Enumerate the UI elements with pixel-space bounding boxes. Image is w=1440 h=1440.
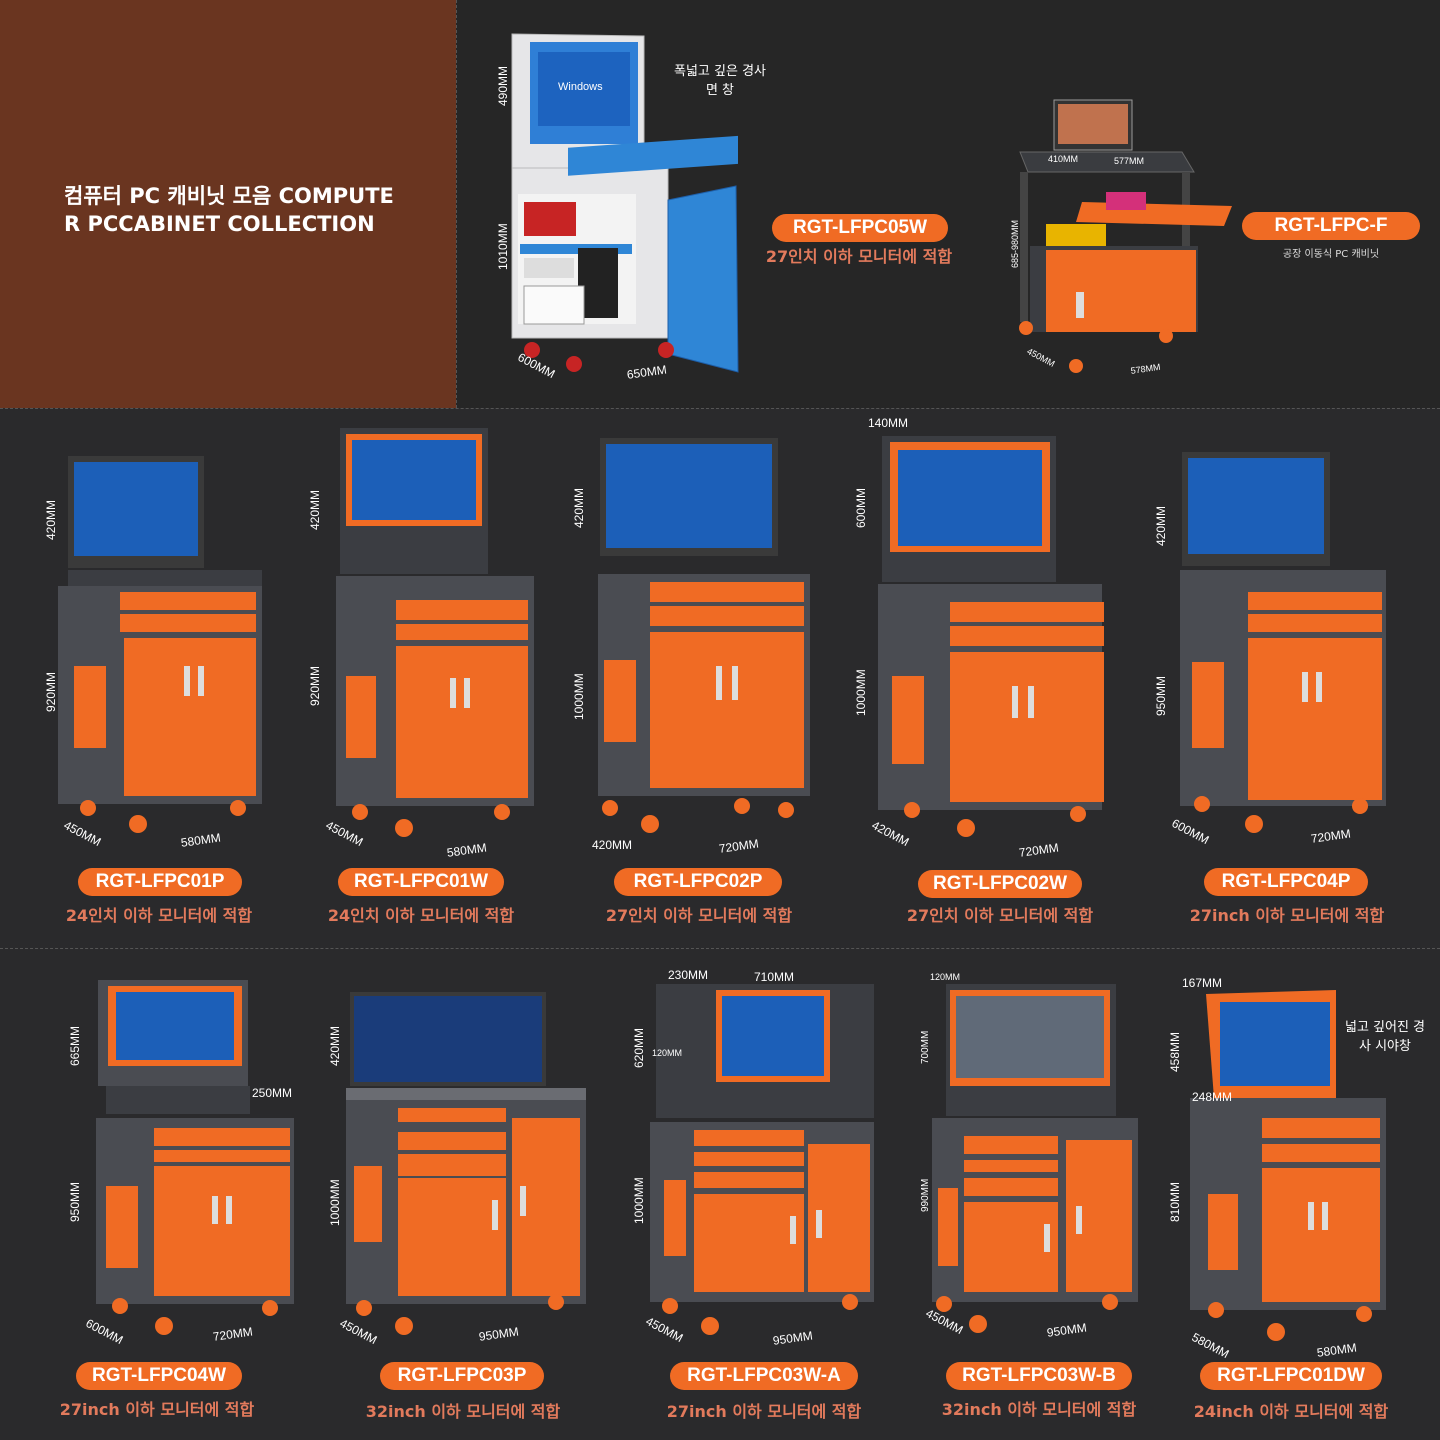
dim-body: 1000MM: [854, 669, 868, 716]
dim-top: 420MM: [308, 489, 322, 530]
product-image-lfpc03w-b[interactable]: [930, 984, 1142, 1340]
model-caption: 27인치 이하 모니터에 적합: [765, 247, 953, 266]
product-image-lfpc03w-a[interactable]: [650, 984, 878, 1342]
divider: [0, 408, 1440, 409]
dim-body: 920MM: [44, 671, 58, 712]
dim-top-width: 710MM: [754, 970, 795, 984]
model-caption: 32inch 이하 모니터에 적합: [941, 1400, 1137, 1419]
model-badge[interactable]: RGT-LFPC04W: [76, 1362, 242, 1390]
model-badge[interactable]: RGT-LFPC03W-B: [946, 1362, 1132, 1390]
model-badge[interactable]: RGT-LFPC01W: [338, 868, 504, 896]
product-image-lfpc04p[interactable]: [1174, 452, 1390, 840]
dim-body: 920MM: [308, 665, 322, 706]
dim-height: 685-980MM: [1010, 219, 1020, 268]
svg-text:Windows: Windows: [558, 81, 603, 93]
dim-width: 720MM: [1018, 840, 1060, 860]
feature-note: 넓고 깊어진 경사 시야창: [1344, 1020, 1426, 1054]
model-badge[interactable]: RGT-LFPC02P: [614, 868, 782, 896]
dim-top-depth: 410MM: [1048, 154, 1079, 164]
model-caption: 24인치 이하 모니터에 적합: [327, 906, 515, 925]
product-image-lfpc04w[interactable]: [88, 980, 298, 1342]
model-badge[interactable]: RGT-LFPC01DW: [1200, 1362, 1382, 1390]
dim-top: 420MM: [572, 487, 586, 528]
dim-top: 420MM: [1154, 505, 1168, 546]
model-caption: 공장 이동식 PC 캐비닛: [1282, 249, 1380, 260]
dim-body: 990MM: [920, 1178, 931, 1212]
dim-top: 420MM: [44, 499, 58, 540]
product-image-lfpc01p[interactable]: [58, 456, 268, 836]
product-image-lfpc01w[interactable]: [330, 428, 540, 838]
model-badge[interactable]: RGT-LFPC01P: [78, 868, 242, 896]
model-caption: 32inch 이하 모니터에 적합: [365, 1402, 561, 1421]
product-image-lfpc02p[interactable]: [592, 438, 818, 838]
dim-shelf: 120MM: [652, 1048, 683, 1058]
product-image-lfpc05w[interactable]: Windows: [508, 33, 748, 374]
model-badge[interactable]: RGT-LFPC03W-A: [670, 1362, 858, 1390]
dim-extra: 140MM: [868, 416, 909, 430]
page-title: 컴퓨터 PC 캐비닛 모음 COMPUTER PCCABINET COLLECT…: [64, 184, 394, 236]
dim-shelf: 248MM: [1192, 1090, 1233, 1104]
dim-body: 1000MM: [632, 1177, 646, 1224]
dim-body: 1000MM: [572, 673, 586, 720]
dim-top: 620MM: [632, 1027, 646, 1068]
divider: [0, 948, 1440, 949]
model-badge[interactable]: RGT-LFPC02W: [918, 870, 1082, 898]
dim-body: 950MM: [68, 1181, 82, 1222]
dim-shelf: 250MM: [252, 1086, 293, 1100]
dim-body: 950MM: [1154, 675, 1168, 716]
dim-top: 665MM: [68, 1025, 82, 1066]
hero-panel: 컴퓨터 PC 캐비닛 모음 COMPUTER PCCABINET COLLECT…: [0, 0, 456, 408]
product-image-lfpc03p[interactable]: [342, 990, 592, 1340]
dim-top: 458MM: [1168, 1031, 1182, 1072]
dim-top-width: 577MM: [1114, 156, 1145, 166]
model-badge[interactable]: RGT-LFPC03P: [380, 1362, 544, 1390]
dim-top: 420MM: [328, 1025, 342, 1066]
model-caption: 27inch 이하 모니터에 적합: [59, 1400, 255, 1419]
dim-body: 810MM: [1168, 1181, 1182, 1222]
product-image-lfpc-f[interactable]: [1006, 96, 1236, 378]
model-badge[interactable]: RGT-LFPC-F: [1242, 212, 1420, 240]
model-caption: 27inch 이하 모니터에 적합: [666, 1402, 862, 1421]
product-image-lfpc01dw[interactable]: [1186, 988, 1390, 1348]
dim-body: 1000MM: [328, 1179, 342, 1226]
model-caption: 27인치 이하 모니터에 적합: [906, 906, 1094, 925]
dim-extra: 120MM: [930, 972, 961, 982]
model-caption: 24inch 이하 모니터에 적합: [1193, 1402, 1389, 1421]
dim-width: 580MM: [446, 840, 488, 860]
dim-side: 230MM: [668, 968, 709, 982]
divider: [456, 0, 457, 408]
product-image-lfpc02w[interactable]: [872, 436, 1108, 838]
model-caption: 24인치 이하 모니터에 적합: [65, 906, 253, 925]
dim-extra: 167MM: [1182, 976, 1223, 990]
dim-top: 700MM: [920, 1030, 931, 1064]
model-caption: 27인치 이하 모니터에 적합: [605, 906, 793, 925]
dim-width: 720MM: [718, 836, 760, 856]
feature-note: 폭넓고 깊은 경사면 창: [674, 64, 766, 98]
model-caption: 27inch 이하 모니터에 적합: [1189, 906, 1385, 925]
model-badge[interactable]: RGT-LFPC05W: [772, 214, 948, 242]
dim-body: 1010MM: [496, 223, 510, 270]
dim-top: 600MM: [854, 487, 868, 528]
dim-depth: 420MM: [592, 838, 633, 852]
dim-top: 490MM: [496, 65, 510, 106]
model-badge[interactable]: RGT-LFPC04P: [1204, 868, 1368, 896]
